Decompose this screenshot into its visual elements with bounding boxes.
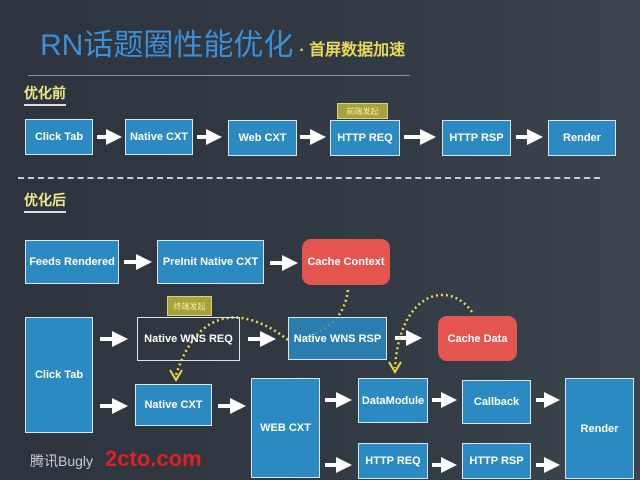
page-subtitle: · 首屏数据加速 — [299, 42, 406, 59]
title-divider — [28, 75, 410, 76]
node-render-2: Render — [565, 378, 634, 479]
node-feeds-rendered: Feeds Rendered — [25, 240, 119, 284]
section-divider — [18, 177, 600, 179]
node-cache-data: Cache Data — [438, 316, 517, 361]
node-cache-context: Cache Context — [302, 239, 390, 285]
node-http-req-2: HTTP REQ — [358, 443, 428, 479]
node-native-wns-rsp: Native WNS RSP — [288, 317, 387, 360]
node-preinit-native-cxt: PreInit Native CXT — [157, 240, 264, 284]
node-native-wns-req: Native WNS REQ — [137, 317, 240, 361]
section-before-label: 优化前 — [24, 83, 66, 106]
watermark-site: 2cto.com — [105, 446, 202, 471]
node-click-tab: Click Tab — [25, 119, 93, 155]
terminal-init-tag: 终端发起 — [167, 296, 212, 316]
node-native-cxt: Native CXT — [125, 119, 193, 155]
page-title: RN话题圈性能优化 — [40, 29, 294, 62]
title-row: RN话题圈性能优化 · 首屏数据加速 — [40, 20, 405, 64]
node-click-tab-2: Click Tab — [25, 317, 93, 433]
node-callback: Callback — [462, 380, 531, 424]
section-after-label: 优化后 — [24, 190, 66, 213]
watermark-bugly: 腾讯Bugly — [30, 453, 94, 469]
watermark-row: 腾讯Bugly 2cto.com — [30, 446, 202, 472]
node-native-cxt-2: Native CXT — [135, 384, 212, 426]
node-http-rsp: HTTP RSP — [442, 120, 511, 156]
node-web-cxt-2: WEB CXT — [251, 378, 320, 478]
frontend-init-tag: 前端发起 — [337, 103, 388, 119]
flow-arrows — [97, 129, 560, 473]
node-render: Render — [548, 120, 616, 156]
node-datamodule: DataModule — [358, 378, 428, 423]
node-http-req: HTTP REQ — [330, 120, 400, 156]
node-http-rsp-2: HTTP RSP — [462, 443, 531, 479]
node-web-cxt: Web CXT — [228, 120, 297, 156]
